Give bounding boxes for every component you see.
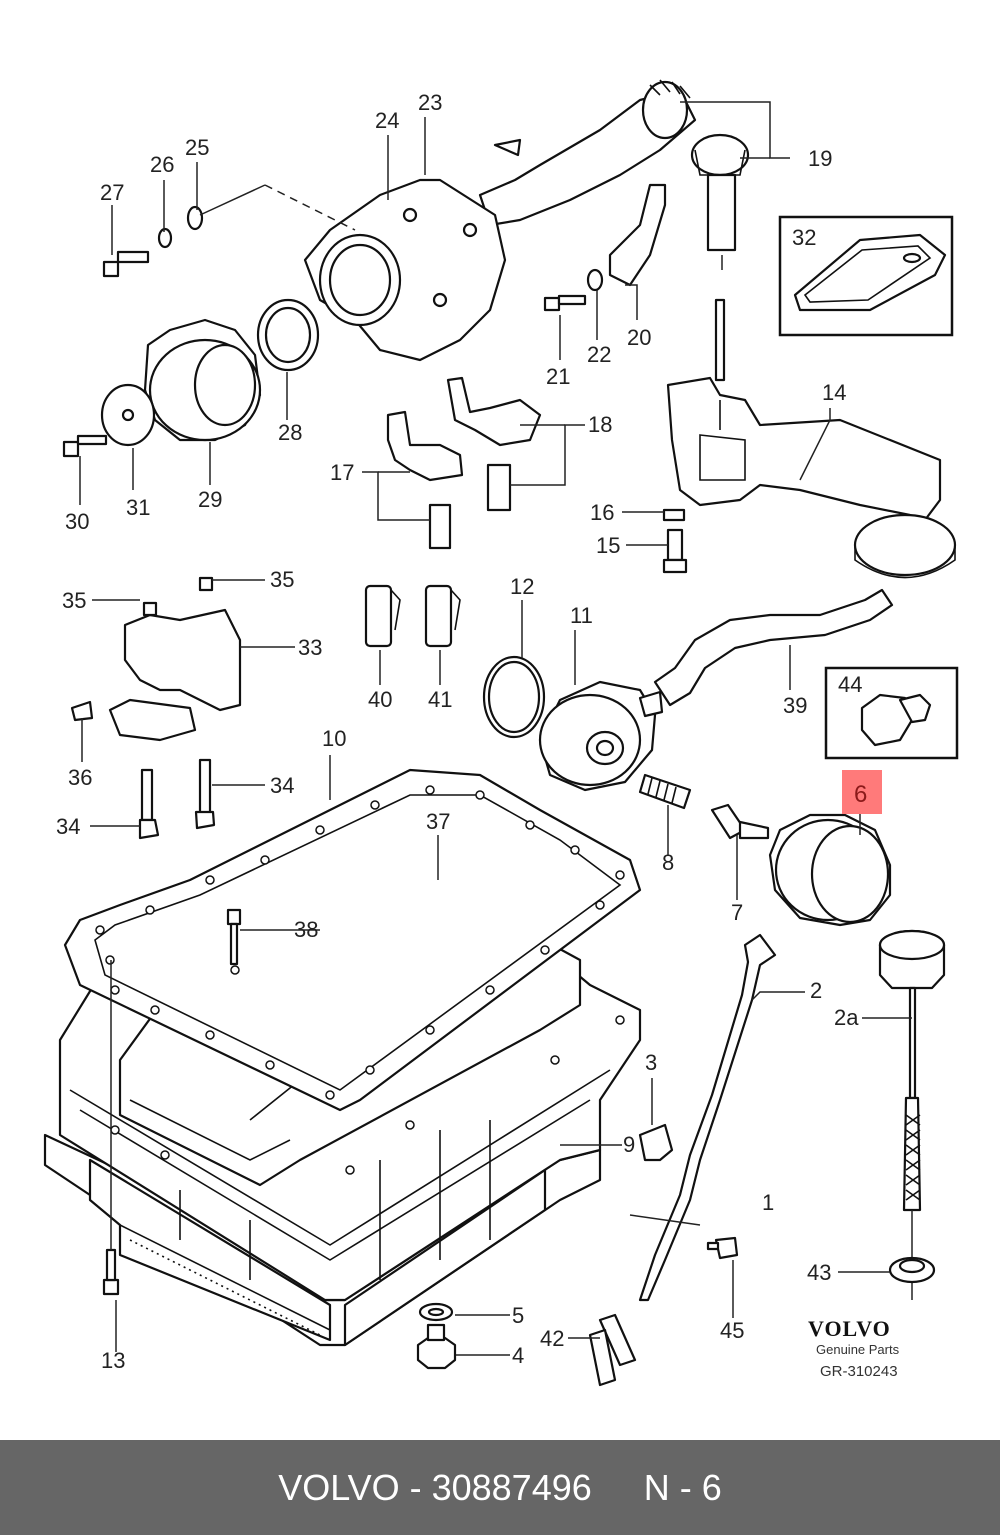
o-ring-12[interactable] xyxy=(482,655,546,739)
label-28[interactable]: 28 xyxy=(278,420,302,445)
bolt-27[interactable] xyxy=(102,250,150,278)
label-34b[interactable]: 34 xyxy=(270,773,294,798)
label-31[interactable]: 31 xyxy=(126,495,150,520)
label-13[interactable]: 13 xyxy=(101,1348,125,1373)
label-11[interactable]: 11 xyxy=(570,603,593,628)
sprocket-29[interactable] xyxy=(143,318,262,442)
footer-position: N - 6 xyxy=(643,1466,722,1508)
label-25[interactable]: 25 xyxy=(185,135,209,160)
label-40[interactable]: 40 xyxy=(368,687,392,712)
tube-clip[interactable] xyxy=(638,1123,674,1162)
label-35b[interactable]: 35 xyxy=(270,567,294,592)
washer-31[interactable] xyxy=(100,383,156,447)
parts-diagram: 27 26 25 24 23 19 32 28 29 31 30 21 22 2… xyxy=(43,79,959,1387)
label-6[interactable]: 6 xyxy=(854,781,867,808)
cover-32[interactable] xyxy=(793,233,947,312)
label-30[interactable]: 30 xyxy=(65,509,89,534)
seal-carrier[interactable] xyxy=(303,178,507,362)
label-7[interactable]: 7 xyxy=(731,900,743,925)
washer-22[interactable] xyxy=(586,268,604,292)
oil-filter[interactable] xyxy=(768,813,892,927)
label-38[interactable]: 38 xyxy=(294,917,318,942)
oil-pan-gasket[interactable] xyxy=(63,768,642,1175)
callout-labels: 27 26 25 24 23 19 32 28 29 31 30 21 22 2… xyxy=(56,90,867,1373)
label-21[interactable]: 21 xyxy=(546,364,570,389)
washer-26[interactable] xyxy=(157,227,173,249)
volvo-branding: VOLVO Genuine Parts GR-310243 xyxy=(808,1316,900,1380)
label-10[interactable]: 10 xyxy=(322,726,346,751)
label-1[interactable]: 1 xyxy=(762,1190,774,1215)
dipstick[interactable] xyxy=(878,929,946,1300)
label-35a[interactable]: 35 xyxy=(62,588,86,613)
genuine-parts-text: Genuine Parts xyxy=(816,1342,900,1357)
label-19[interactable]: 19 xyxy=(808,146,832,171)
filter-housing[interactable] xyxy=(538,680,664,792)
bolt-21[interactable] xyxy=(543,294,587,312)
label-5[interactable]: 5 xyxy=(512,1303,524,1328)
leader-lines xyxy=(79,101,912,1356)
hose-39[interactable] xyxy=(653,588,894,707)
bolt-45[interactable] xyxy=(706,1236,739,1260)
label-20[interactable]: 20 xyxy=(627,325,651,350)
label-29[interactable]: 29 xyxy=(198,487,222,512)
label-3[interactable]: 3 xyxy=(645,1050,657,1075)
label-15[interactable]: 15 xyxy=(596,533,620,558)
label-18[interactable]: 18 xyxy=(588,412,612,437)
label-41[interactable]: 41 xyxy=(428,687,452,712)
dipstick-seal[interactable] xyxy=(888,1256,936,1284)
bolt-38[interactable] xyxy=(226,908,242,966)
spring-8[interactable] xyxy=(638,773,692,810)
label-24[interactable]: 24 xyxy=(375,108,399,133)
label-12[interactable]: 12 xyxy=(510,574,534,599)
piston-cooling-nozzle-17[interactable] xyxy=(386,410,464,550)
label-37[interactable]: 37 xyxy=(426,809,450,834)
label-33[interactable]: 33 xyxy=(298,635,322,660)
label-4[interactable]: 4 xyxy=(512,1343,524,1368)
drive-gear[interactable] xyxy=(690,133,750,252)
label-36[interactable]: 36 xyxy=(68,765,92,790)
label-26[interactable]: 26 xyxy=(150,152,174,177)
bolt-13[interactable] xyxy=(102,960,120,1296)
plug-44[interactable] xyxy=(860,693,932,747)
footer-bar: VOLVO - 30887496 N - 6 xyxy=(0,1440,1000,1535)
drain-plug[interactable] xyxy=(416,1323,457,1370)
oil-pump[interactable] xyxy=(662,298,957,579)
label-8[interactable]: 8 xyxy=(662,850,674,875)
bracket-20[interactable] xyxy=(608,183,667,287)
label-27[interactable]: 27 xyxy=(100,180,124,205)
bolt-30[interactable] xyxy=(62,434,108,458)
dipstick-tube[interactable] xyxy=(629,933,777,1302)
label-43[interactable]: 43 xyxy=(807,1260,831,1285)
label-16[interactable]: 16 xyxy=(590,500,614,525)
highlight-part-6 xyxy=(842,770,882,814)
o-ring-42[interactable] xyxy=(588,1313,637,1387)
label-17[interactable]: 17 xyxy=(330,460,354,485)
drain-plug-washer[interactable] xyxy=(418,1302,454,1322)
label-2[interactable]: 2 xyxy=(810,978,822,1003)
filter-nipple[interactable] xyxy=(710,803,770,840)
label-32[interactable]: 32 xyxy=(792,225,816,250)
label-45[interactable]: 45 xyxy=(720,1318,744,1343)
diagram-code: GR-310243 xyxy=(820,1363,898,1380)
label-42[interactable]: 42 xyxy=(540,1326,564,1351)
label-39[interactable]: 39 xyxy=(783,693,807,718)
footer-part-number: VOLVO - 30887496 xyxy=(278,1466,592,1508)
intermediate-shaft[interactable] xyxy=(478,79,697,227)
label-23[interactable]: 23 xyxy=(418,90,442,115)
oil-seal-28[interactable] xyxy=(256,298,320,372)
label-14[interactable]: 14 xyxy=(822,380,846,405)
label-44[interactable]: 44 xyxy=(838,672,862,697)
label-2a[interactable]: 2a xyxy=(834,1005,859,1030)
volvo-logo: VOLVO xyxy=(808,1316,891,1341)
sleeve-40[interactable] xyxy=(364,584,401,648)
label-9[interactable]: 9 xyxy=(623,1132,635,1157)
nozzle-bracket[interactable] xyxy=(70,576,242,840)
label-22[interactable]: 22 xyxy=(587,342,611,367)
piston-cooling-nozzle-18[interactable] xyxy=(446,376,542,512)
washer-25[interactable] xyxy=(186,205,204,231)
label-34a[interactable]: 34 xyxy=(56,814,80,839)
sleeve-41[interactable] xyxy=(424,584,461,648)
